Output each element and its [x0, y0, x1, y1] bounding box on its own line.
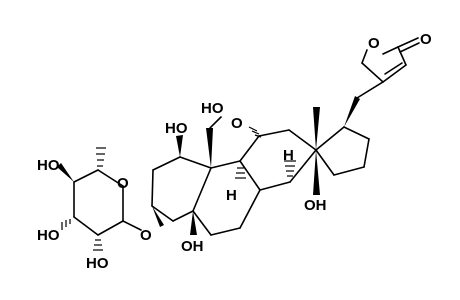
- glycosidic-o-label: O: [140, 227, 152, 244]
- lactone-carbonyl-o-label: O: [420, 31, 432, 48]
- c19-ho-label: HO: [201, 100, 224, 117]
- c1-oh-wedge: [176, 135, 183, 157]
- c9-h-label: H: [226, 187, 237, 204]
- sugar-methyl-hash: [96, 147, 106, 167]
- c9-h-hash: [235, 167, 246, 179]
- c14-oh-wedge: [313, 150, 320, 195]
- sugar-ring: O: [73, 169, 142, 236]
- c8-h-hash: [284, 160, 296, 177]
- sugar-c4-oh-wedge: [57, 163, 74, 182]
- ring-d: [315, 96, 370, 176]
- c19-hydroxymethyl: HO: [201, 100, 224, 168]
- lactone-ring-o-label: O: [368, 35, 380, 52]
- lactone-ring: O O: [361, 31, 432, 83]
- sugar-c2-oh-hash: [93, 239, 103, 251]
- c1-ho-label: HO: [165, 120, 188, 137]
- c17-c20-bond: [356, 81, 384, 99]
- c5-oh-label: OH: [181, 238, 204, 255]
- ring-b: [192, 160, 261, 236]
- ring-c: [239, 129, 317, 191]
- sugar-c3-oh-hash: [61, 219, 71, 230]
- sugar-c3-ho-label: HO: [37, 227, 60, 244]
- c11-o-label: O: [231, 115, 243, 132]
- c8-h-label: H: [283, 147, 294, 164]
- c3-o-wedge: [152, 206, 164, 227]
- sugar-c2-ho-label: HO: [86, 255, 109, 272]
- sugar-c4-ho-label: HO: [37, 157, 60, 174]
- c14-oh-label: OH: [304, 197, 327, 214]
- ring-a: [151, 156, 212, 222]
- c5-oh-wedge: [190, 211, 197, 235]
- c18-methyl-wedge: [313, 107, 320, 150]
- sugar-ring-o-label: O: [117, 175, 129, 192]
- c17-wedge: [344, 96, 360, 127]
- c11-o-hash: [248, 126, 262, 138]
